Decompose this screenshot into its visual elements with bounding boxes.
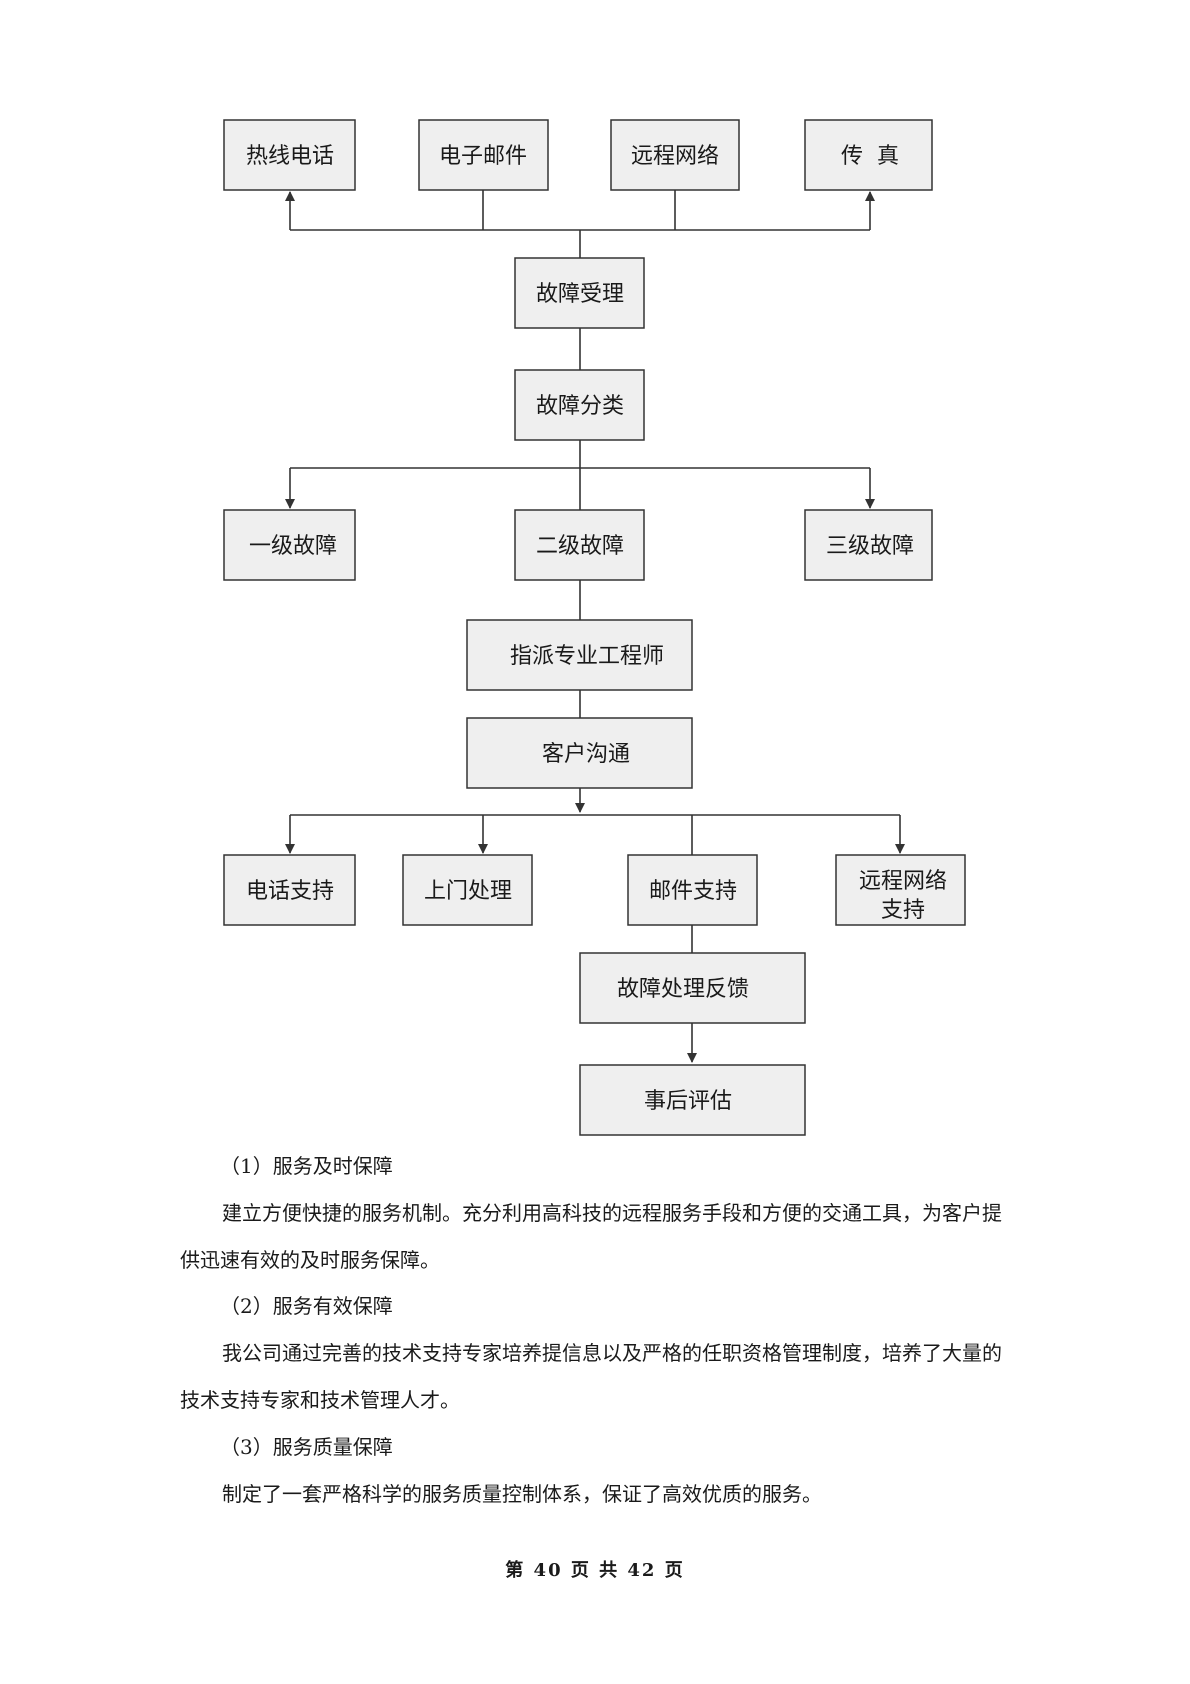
section-1-heading: （1）服务及时保障 [220,1154,393,1178]
section-3-heading: （3）服务质量保障 [220,1435,393,1459]
node-remote-label: 远程网络 [631,144,719,169]
node-hotline: 热线电话 [223,119,356,191]
node-acceptance: 故障受理 [514,257,645,329]
node-customer-comm: 客户沟通 [466,717,693,789]
node-level3-label: 三级故障 [826,534,914,559]
node-assign-engineer: 指派专业工程师 [466,619,693,691]
node-email: 电子邮件 [418,119,549,191]
service-flowchart: 热线电话 电子邮件 远程网络 传 真 故障受理 故障分类 一级故障 二级故障 三… [223,119,966,1136]
section-3-body: 制定了一套严格科学的服务质量控制体系，保证了高效优质的服务。 [222,1482,822,1506]
node-onsite-label: 上门处理 [424,879,512,904]
node-level3: 三级故障 [804,509,933,581]
flowchart-connectors [285,190,905,1063]
node-level2: 二级故障 [514,509,645,581]
node-remote-support-label-line1: 远程网络 [859,869,947,894]
node-evaluation: 事后评估 [579,1064,806,1136]
node-level1: 一级故障 [223,509,356,581]
page-footer: 第 40 页 共 42 页 [505,1560,685,1581]
node-phone-support: 电话支持 [223,854,356,926]
node-classification: 故障分类 [514,369,645,441]
section-2-body: 我公司通过完善的技术支持专家培养提信息以及严格的任职资格管理制度，培养了大量的技… [180,1341,1002,1412]
node-email-label: 电子邮件 [439,144,527,169]
node-remote-support-label-line2: 支持 [881,898,925,923]
node-assign-engineer-label: 指派专业工程师 [510,644,664,669]
node-level1-label: 一级故障 [249,534,337,559]
node-feedback-label: 故障处理反馈 [617,977,749,1002]
node-customer-comm-label: 客户沟通 [542,742,630,767]
node-fax-label: 传 真 [841,144,899,169]
node-acceptance-label: 故障受理 [536,282,624,307]
node-remote: 远程网络 [610,119,740,191]
node-phone-support-label: 电话支持 [246,879,334,904]
node-mail-support-label: 邮件支持 [649,879,737,904]
node-level2-label: 二级故障 [536,534,624,559]
node-feedback: 故障处理反馈 [579,952,806,1024]
node-evaluation-label: 事后评估 [644,1089,732,1114]
section-1-body: 建立方便快捷的服务机制。充分利用高科技的远程服务手段和方便的交通工具，为客户提供… [180,1201,1002,1272]
node-fax: 传 真 [804,119,933,191]
node-mail-support: 邮件支持 [627,854,758,926]
node-hotline-label: 热线电话 [246,144,334,169]
node-classification-label: 故障分类 [536,394,624,419]
node-remote-support: 远程网络 支持 [835,854,966,926]
section-2-heading: （2）服务有效保障 [220,1294,393,1318]
node-onsite: 上门处理 [402,854,533,926]
